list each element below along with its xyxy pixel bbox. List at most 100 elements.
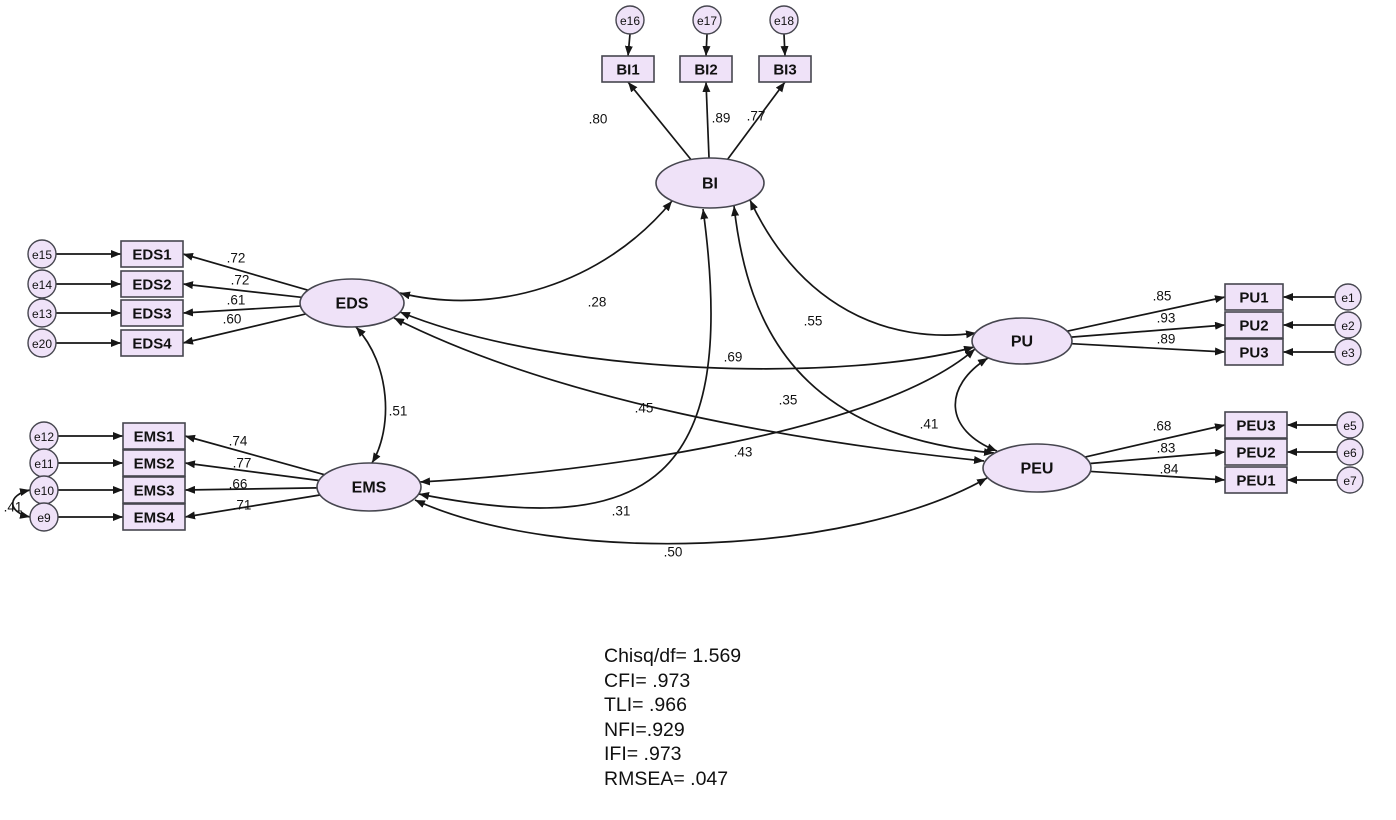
error-label-e20: e20 [32,337,52,351]
error-circle-e14 [27,269,57,299]
loading-value-EMS4: .71 [233,498,252,513]
error-label-e16: e16 [620,14,640,28]
error-label-e15: e15 [32,248,52,262]
covariance-path-EDS-PU [399,311,975,370]
error-circle-e6 [1336,438,1364,466]
indicator-rect-BI2 [679,55,733,83]
covariance-path-PU-BI [749,199,977,339]
covariance-path-EMS-PEU [414,477,988,545]
loading-path-BI1 [627,81,692,161]
indicator-rect-BI3 [758,55,812,83]
loading-value-EMS2: .77 [233,456,252,471]
loading-value-PEU3: .68 [1153,419,1172,434]
indicator-rect-PU1 [1224,283,1284,311]
loading-path-EMS3 [184,485,318,494]
error-label-e9: e9 [37,511,51,525]
covariance-path-EDS-EMS [355,326,387,464]
covariance-path-EMS-PU [419,348,976,486]
covariance-value-PEU-BI: .35 [779,393,798,408]
error-circle-e7 [1336,466,1364,494]
covariance-value-EMS-PEU: .50 [664,545,683,560]
latent-ellipse-BI [655,157,765,209]
fit-stat-rmsea: RMSEA= .047 [604,767,729,790]
covariance-value-EDS-EMS: .51 [389,404,408,419]
loading-value-EDS4: .60 [223,312,242,327]
covariance-value-EMS-BI: .31 [612,504,631,519]
loading-path-BI3 [726,81,786,160]
loading-path-BI2 [702,81,711,159]
error-label-e12: e12 [34,430,54,444]
loading-value-PU2: .93 [1157,311,1176,326]
error-label-e14: e14 [32,278,52,292]
indicator-label-BI2: BI2 [694,62,717,79]
indicator-rect-PEU1 [1224,466,1288,494]
covariance-path-EDS-BI [399,200,673,302]
loading-value-EDS3: .61 [227,293,246,308]
covariance-path-EDS-PEU [393,317,985,464]
indicator-rect-PEU2 [1224,438,1288,466]
loading-path-PU3 [1071,342,1226,356]
error-circle-e3 [1334,338,1362,366]
loading-path-EMS1 [184,434,325,476]
indicator-rect-EDS3 [120,299,184,327]
indicator-label-EDS4: EDS4 [132,336,172,353]
latent-ellipse-EMS [316,462,422,512]
error-circle-e18 [769,5,799,35]
indicator-label-EMS1: EMS1 [134,429,175,446]
covariance-path-EMS-BI [418,208,712,509]
loading-value-BI3: .77 [747,109,766,124]
indicator-label-EMS4: EMS4 [134,510,176,527]
indicator-label-PEU3: PEU3 [1236,418,1275,435]
loading-value-PEU2: .83 [1157,441,1176,456]
indicator-label-PU3: PU3 [1239,345,1268,362]
error-circle-e20 [27,328,57,358]
covariance-value-e10-e9: .41 [4,500,23,515]
fit-stat-nfi: NFI=.929 [604,718,685,741]
indicator-rect-PU3 [1224,338,1284,366]
error-label-e7: e7 [1343,474,1357,488]
loading-value-BI2: .89 [712,111,731,126]
error-label-e1: e1 [1341,291,1355,305]
latent-label-BI: BI [702,176,718,193]
loading-value-BI1: .80 [589,112,608,127]
covariance-value-PU-PEU: .41 [920,417,939,432]
covariance-value-EDS-PU: .69 [724,350,743,365]
latent-ellipse-PEU [982,443,1092,493]
error-label-e2: e2 [1341,319,1355,333]
loading-path-PEU2 [1089,448,1226,465]
fit-stat-chisq: Chisq/df= 1.569 [604,645,742,667]
latent-ellipse-PU [971,317,1073,365]
error-circle-e17 [692,5,722,35]
indicator-label-EMS3: EMS3 [134,483,175,500]
covariance-value-EMS-PU: .43 [734,445,753,460]
loading-path-EDS3 [182,305,301,317]
loading-value-EMS3: .66 [229,477,248,492]
error-circle-e15 [27,239,57,269]
fit-stat-tli: TLI= .966 [604,694,687,717]
loading-path-EMS2 [184,460,320,482]
covariance-path-PEU-BI [731,205,995,457]
covariance-path-PU-PEU [954,357,998,452]
latent-ellipse-EDS [299,278,405,328]
error-label-e11: e11 [34,457,53,471]
indicator-rect-BI1 [601,55,655,83]
indicator-rect-EDS2 [120,270,184,298]
indicator-rect-EDS4 [120,329,184,357]
indicator-rect-EMS1 [122,422,186,450]
covariance-value-EDS-BI: .28 [588,295,607,310]
loading-path-EDS4 [182,313,306,345]
loading-value-EDS1: .72 [227,251,246,266]
loading-path-PU2 [1071,321,1226,338]
error-label-e18: e18 [774,14,794,28]
loading-value-PU3: .89 [1157,332,1176,347]
covariance-path-e10-e9 [12,488,31,519]
error-path-e16 [624,33,633,57]
indicator-label-EDS3: EDS3 [132,306,171,323]
indicator-label-PEU2: PEU2 [1236,445,1275,462]
error-label-e13: e13 [32,307,52,321]
indicator-label-PU1: PU1 [1239,290,1268,307]
indicator-rect-PU2 [1224,311,1284,339]
indicator-label-EDS1: EDS1 [132,247,171,264]
